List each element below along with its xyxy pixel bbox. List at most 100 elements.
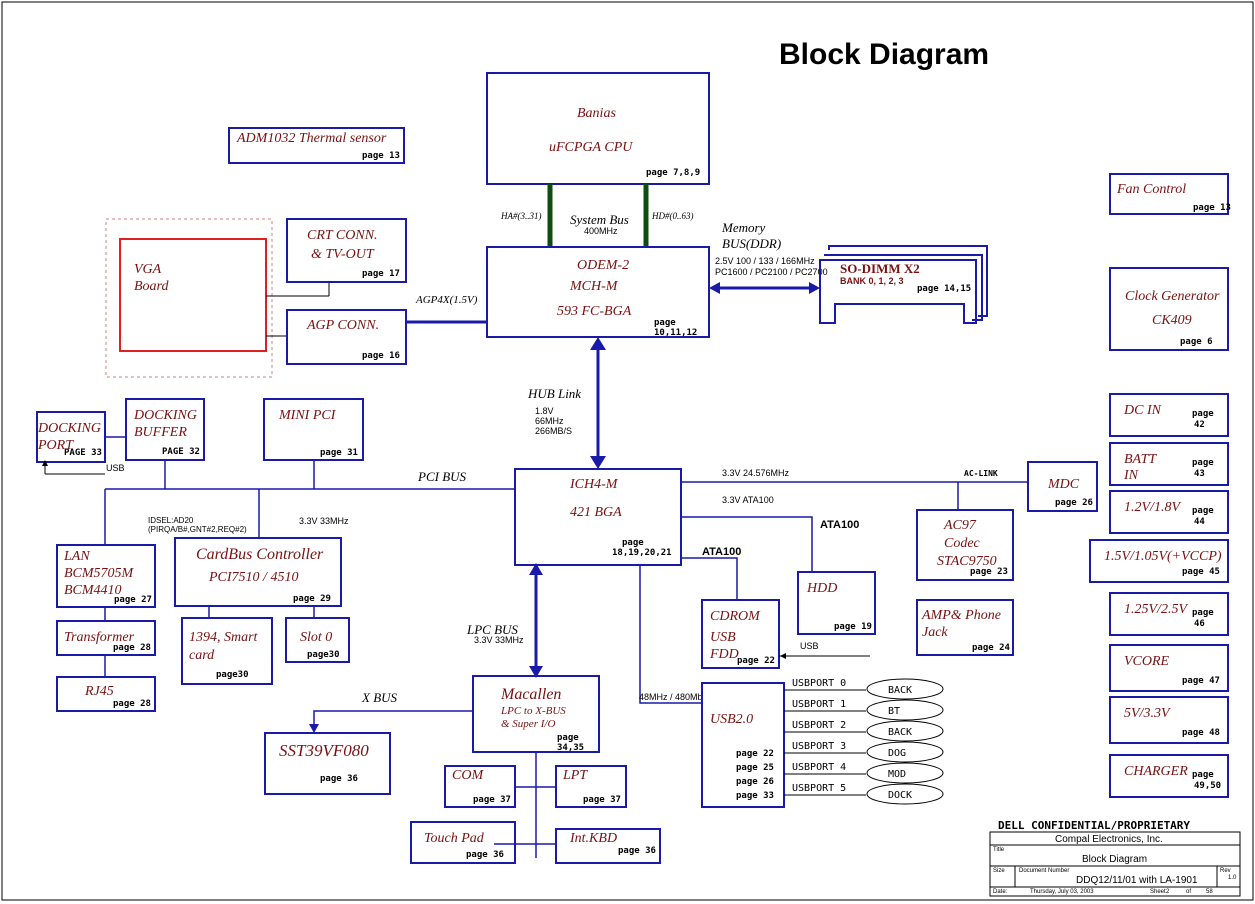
usb-port-row: USBPORT 4 MOD [784, 762, 944, 784]
transformer-block[interactable]: Transformer page 28 [56, 620, 156, 656]
svg-text:Slot 0: Slot 0 [300, 630, 332, 645]
svg-text:page 37: page 37 [583, 795, 621, 805]
mini-pci-block[interactable]: MINI PCI page 31 [263, 398, 364, 461]
vga-board-block[interactable]: VGA Board [119, 238, 267, 352]
svg-text:3.3V 33MHz: 3.3V 33MHz [299, 516, 349, 526]
power-block[interactable]: 1.5V/1.05V(+VCCP)page 45 [1089, 539, 1229, 583]
hd-label: HD#(0..63) [651, 211, 694, 221]
ich-block[interactable]: ICH4-M 421 BGA page 18,19,20,21 [514, 468, 682, 566]
usb-port-label: USBPORT 4 [792, 762, 846, 773]
touch-pad-block[interactable]: Touch Pad page 36 [410, 821, 516, 864]
svg-text:48MHz / 480Mb: 48MHz / 480Mb [639, 692, 703, 702]
svg-text:CK409: CK409 [1152, 313, 1192, 328]
svg-text:COM: COM [452, 768, 484, 783]
memory-bus-label1: Memory [721, 220, 766, 235]
svg-text:USB2.0: USB2.0 [710, 712, 753, 727]
docking-buffer-block[interactable]: DOCKING BUFFER PAGE 32 [125, 398, 205, 461]
svg-text:2: 2 [1166, 889, 1170, 895]
sodimm-block[interactable]: SO-DIMM X2 BANK 0, 1, 2, 3 page 14,15 [819, 245, 988, 324]
svg-text:ADM1032 Thermal sensor: ADM1032 Thermal sensor [236, 131, 387, 146]
svg-text:page 29: page 29 [293, 594, 331, 604]
svg-text:BUFFER: BUFFER [134, 425, 187, 440]
slot0-block[interactable]: Slot 0 page30 [285, 617, 350, 663]
svg-text:page 36: page 36 [466, 850, 504, 860]
svg-text:Block Diagram: Block Diagram [1082, 854, 1147, 865]
amp-phone-jack-block[interactable]: AMP& Phone Jack page 24 [916, 599, 1014, 656]
lpt-block[interactable]: LPT page 37 [555, 765, 627, 808]
memory-speed2: PC1600 / PC2100 / PC2700 [715, 267, 828, 277]
svg-text:421 BGA: 421 BGA [570, 505, 622, 520]
cardbus-block[interactable]: CardBus Controller PCI7510 / 4510 page 2… [174, 537, 342, 607]
com-block[interactable]: COM page 37 [444, 765, 516, 808]
svg-text:page 13: page 13 [1193, 203, 1231, 213]
svg-text:page 31: page 31 [320, 448, 358, 458]
svg-text:X BUS: X BUS [361, 690, 398, 705]
svg-text:Touch Pad: Touch Pad [424, 831, 485, 846]
svg-text:page 13: page 13 [362, 151, 400, 161]
svg-text:LAN: LAN [63, 549, 90, 564]
svg-text:3.3V 24.576MHz: 3.3V 24.576MHz [722, 468, 790, 478]
svg-text:Fan Control: Fan Control [1116, 182, 1186, 197]
power-label-2: IN [1123, 468, 1139, 483]
docking-port-block[interactable]: DOCKING PORT PAGE 33 [36, 411, 106, 463]
svg-text:(PIRQA/B#,GNT#2,REQ#2): (PIRQA/B#,GNT#2,REQ#2) [148, 525, 247, 534]
svg-text:page30: page30 [307, 650, 340, 660]
cdrom-block[interactable]: CDROM USB FDD page 22 [701, 599, 780, 669]
sst39vf080-block[interactable]: SST39VF080 page 36 [264, 732, 391, 795]
svg-text:page 36: page 36 [320, 774, 358, 784]
svg-text:Macallen: Macallen [500, 686, 561, 703]
svg-text:page 28: page 28 [113, 699, 151, 709]
svg-text:AC-LINK: AC-LINK [964, 469, 998, 478]
hdd-block[interactable]: HDD page 19 [797, 571, 876, 635]
cpu-name: Banias [577, 106, 616, 121]
clock-generator-block[interactable]: Clock Generator CK409 page 6 [1109, 267, 1229, 351]
macallen-block[interactable]: Macallen LPC to X-BUS & Super I/O page 3… [472, 675, 600, 753]
mdc-block[interactable]: MDC page 26 [1027, 461, 1098, 512]
1394-smartcard-block[interactable]: 1394, Smart card page30 [181, 617, 273, 685]
svg-text:Codec: Codec [944, 536, 981, 551]
svg-text:AC97: AC97 [943, 518, 977, 533]
svg-text:BANK 0, 1, 2, 3: BANK 0, 1, 2, 3 [840, 276, 904, 286]
svg-text:page: page [557, 733, 579, 743]
usb-dest-ellipse [866, 762, 944, 784]
int-kbd-block[interactable]: Int.KBD page 36 [555, 828, 661, 864]
fan-control-block[interactable]: Fan Control page 13 [1109, 173, 1231, 215]
thermal-sensor-block[interactable]: ADM1032 Thermal sensor page 13 [228, 127, 405, 164]
svg-text:HDD: HDD [806, 581, 837, 596]
svg-text:ICH4-M: ICH4-M [569, 477, 619, 492]
svg-text:page 26: page 26 [1055, 498, 1093, 508]
svg-text:CRT CONN.: CRT CONN. [307, 228, 378, 243]
rj45-block[interactable]: RJ45 page 28 [56, 676, 156, 712]
svg-text:SST39VF080: SST39VF080 [279, 741, 369, 760]
svg-text:PAGE 33: PAGE 33 [64, 448, 102, 458]
cpu-block[interactable]: Banias uFCPGA CPU page 7,8,9 [486, 72, 710, 185]
power-label: DC IN [1123, 403, 1162, 418]
usb2-block[interactable]: USB2.0 page 22 page 25 page 26 page 33 [701, 682, 785, 808]
svg-text:page 17: page 17 [362, 269, 400, 279]
svg-text:34,35: 34,35 [557, 743, 584, 753]
usb-port-dest: MOD [888, 769, 906, 780]
svg-text:USB: USB [710, 630, 736, 645]
hub-link-label: HUB Link [527, 386, 581, 401]
lan-block[interactable]: LAN BCM5705M BCM4410 page 27 [56, 544, 156, 608]
svg-text:66MHz: 66MHz [535, 416, 564, 426]
agp-conn-block[interactable]: AGP CONN. page 16 [286, 309, 407, 365]
svg-text:page 19: page 19 [834, 622, 872, 632]
svg-text:card: card [189, 648, 215, 663]
usb-port-dest: DOCK [888, 790, 912, 801]
svg-text:Size: Size [993, 868, 1005, 874]
crt-conn-block[interactable]: CRT CONN. & TV-OUT page 17 [286, 218, 407, 283]
svg-text:ATA100: ATA100 [702, 546, 741, 558]
ac97-codec-block[interactable]: AC97 Codec STAC9750 page 23 [916, 509, 1014, 581]
mch-block[interactable]: ODEM-2 MCH-M 593 FC-BGA page 10,11,12 [486, 246, 710, 338]
